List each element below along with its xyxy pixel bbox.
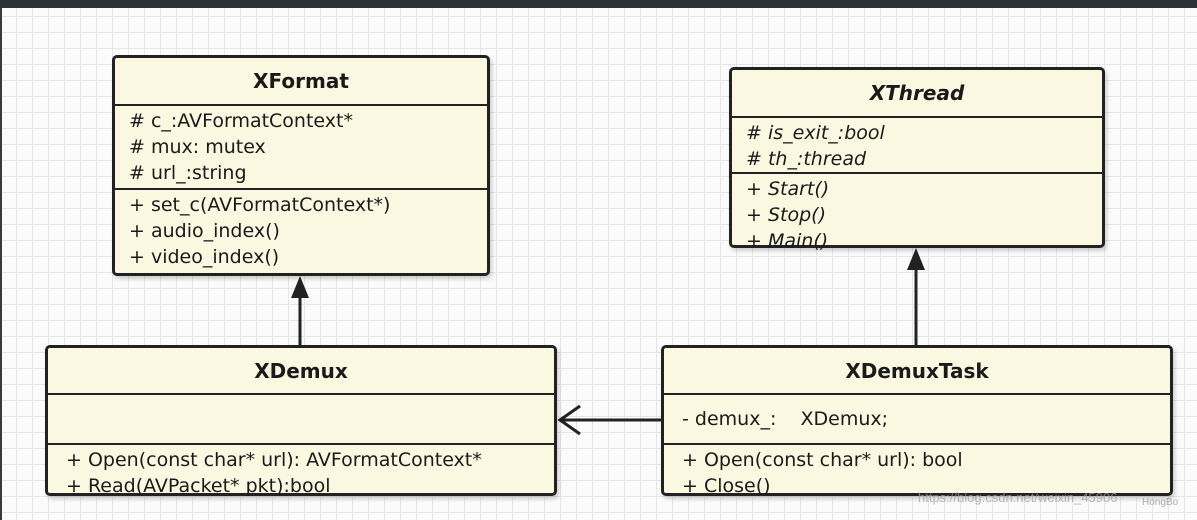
class-xdemux-attributes bbox=[48, 393, 554, 443]
method-start: + Start() bbox=[746, 178, 830, 200]
left-border bbox=[0, 8, 2, 520]
method-open: + Open(const char* url): AVFormatContext… bbox=[66, 449, 482, 471]
class-xthread-methods: + Start() + Stop() + Main() bbox=[732, 172, 1102, 252]
class-xdemuxtask-methods: + Open(const char* url): bool + Close() bbox=[664, 443, 1170, 497]
method-main: + Main() bbox=[746, 230, 829, 252]
attribute-th: # th_:thread bbox=[746, 148, 867, 170]
method-stop: + Stop() bbox=[746, 204, 826, 226]
association-arrowhead-xdemux bbox=[557, 404, 581, 436]
attribute-c: # c_:AVFormatContext* bbox=[129, 110, 353, 132]
inheritance-arrowhead-xformat bbox=[291, 276, 309, 298]
inheritance-arrowhead-xthread bbox=[907, 248, 925, 270]
class-xdemuxtask[interactable]: XDemuxTask - demux_: XDemux; + Open(cons… bbox=[661, 345, 1173, 497]
attribute-url: # url_:string bbox=[129, 162, 247, 184]
class-xformat-title: XFormat bbox=[253, 69, 349, 93]
method-video-index: + video_index() bbox=[129, 246, 280, 268]
class-xthread-attributes: # is_exit_:bool # th_:thread bbox=[732, 116, 1102, 172]
class-xthread[interactable]: XThread # is_exit_:bool # th_:thread + S… bbox=[729, 67, 1105, 252]
class-xdemux[interactable]: XDemux + Open(const char* url): AVFormat… bbox=[45, 345, 557, 497]
class-xdemuxtask-title: XDemuxTask bbox=[845, 358, 989, 383]
window-top-bar bbox=[0, 0, 1197, 8]
method-audio-index: + audio_index() bbox=[129, 220, 280, 242]
class-xformat[interactable]: XFormat # c_:AVFormatContext* # mux: mut… bbox=[112, 55, 490, 276]
attribute-mux: # mux: mutex bbox=[129, 136, 266, 158]
method-open: + Open(const char* url): bool bbox=[682, 449, 963, 471]
class-xthread-title: XThread bbox=[869, 81, 965, 105]
class-xformat-methods: + set_c(AVFormatContext*) + audio_index(… bbox=[115, 188, 487, 273]
watermark-overlay: HongBo bbox=[1142, 497, 1179, 508]
class-xdemuxtask-attributes: - demux_: XDemux; bbox=[664, 393, 1170, 443]
watermark-url: https://blog.csdn.net/weixin_45906 bbox=[918, 490, 1118, 505]
method-close: + Close() bbox=[682, 475, 771, 497]
method-set-c: + set_c(AVFormatContext*) bbox=[129, 194, 391, 216]
attribute-demux: - demux_: XDemux; bbox=[682, 408, 889, 430]
method-read: + Read(AVPacket* pkt):bool bbox=[66, 475, 331, 497]
class-xdemux-methods: + Open(const char* url): AVFormatContext… bbox=[48, 443, 554, 497]
class-xdemux-title: XDemux bbox=[254, 358, 348, 383]
attribute-is-exit: # is_exit_:bool bbox=[746, 122, 885, 144]
class-xformat-attributes: # c_:AVFormatContext* # mux: mutex # url… bbox=[115, 104, 487, 188]
